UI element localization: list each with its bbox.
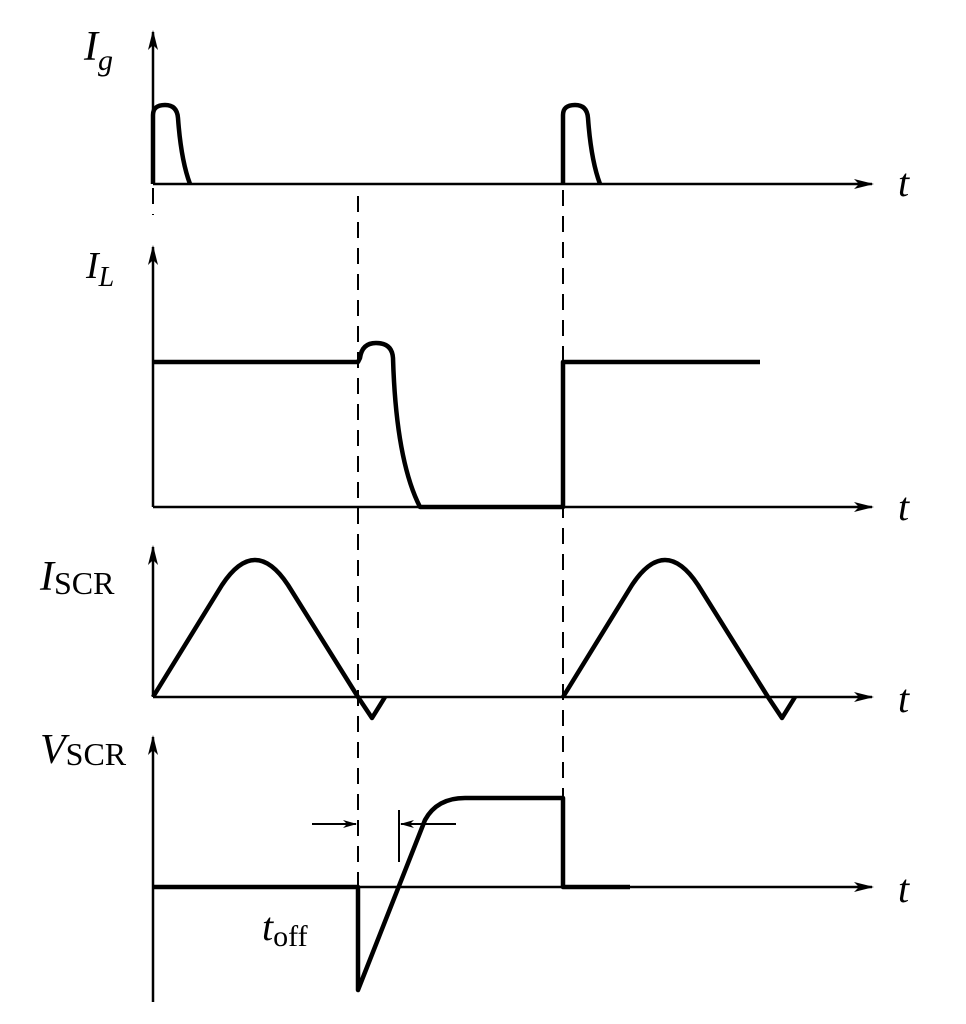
vscr-panel: toff VSCR t xyxy=(40,727,910,1002)
iscr-waveform-1 xyxy=(151,557,387,721)
il-label: IL xyxy=(85,245,114,293)
il-t-label: t xyxy=(898,484,910,529)
vscr-waveform xyxy=(153,795,630,993)
ig-pulse-1 xyxy=(150,102,193,185)
vscr-t-label: t xyxy=(898,866,910,911)
ig-label: Ig xyxy=(83,24,113,77)
iscr-label: ISCR xyxy=(39,554,115,601)
il-panel: IL t xyxy=(85,245,910,529)
toff-label: toff xyxy=(262,904,308,953)
ig-t-label: t xyxy=(898,160,910,205)
ig-panel: Ig t xyxy=(83,24,910,205)
iscr-t-label: t xyxy=(898,676,910,721)
iscr-waveform-2 xyxy=(561,557,797,721)
iscr-panel: ISCR t xyxy=(39,545,910,721)
il-waveform-1 xyxy=(153,340,760,510)
vscr-label: VSCR xyxy=(40,727,127,773)
ig-pulse-2 xyxy=(560,102,603,185)
